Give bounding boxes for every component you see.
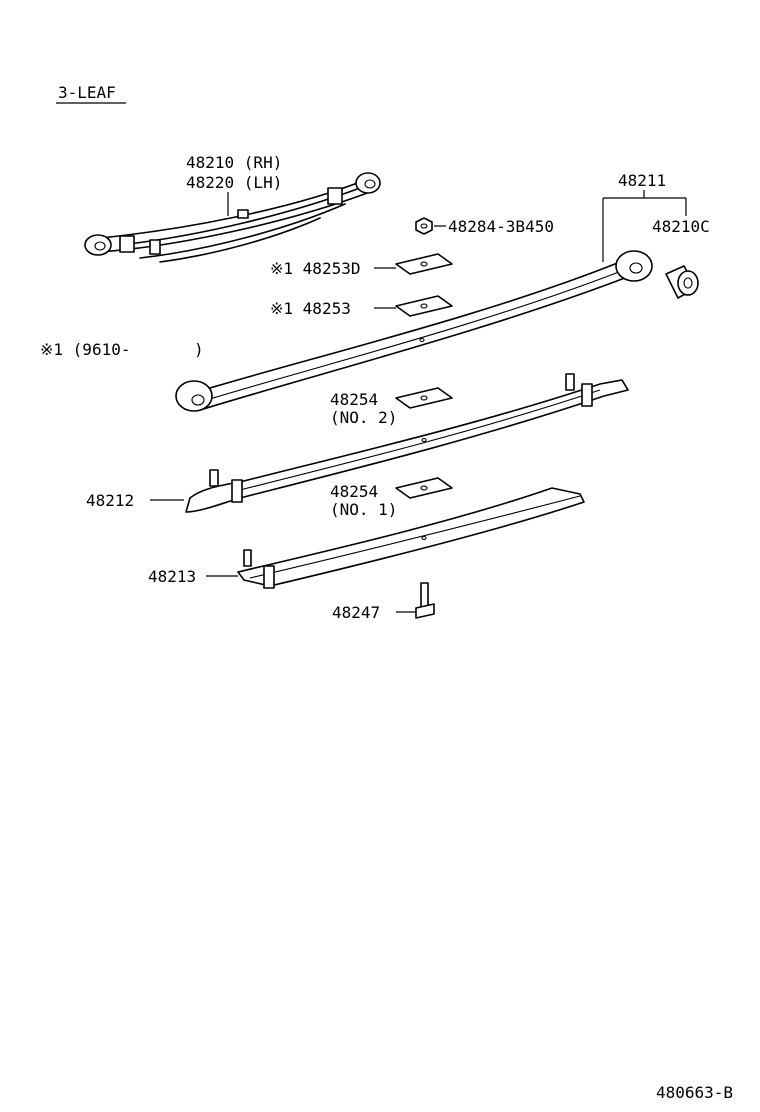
callout-48253: ※1 48253 — [270, 299, 351, 318]
callout-48210-rh: 48210 (RH) — [186, 153, 282, 172]
pad-48253 — [374, 295, 453, 317]
callout-48254-no1-sub: (NO. 1) — [330, 500, 397, 519]
drawing-code: 480663-B — [656, 1083, 733, 1102]
center-bolt-48247 — [396, 582, 435, 619]
date-note: ※1 (9610- — [40, 340, 130, 359]
callout-48212: 48212 — [86, 491, 134, 510]
bushing-part — [665, 265, 699, 299]
title-group: 3-LEAF — [56, 83, 126, 104]
callout-48247: 48247 — [332, 603, 380, 622]
pad-48253d — [374, 253, 453, 275]
callout-48213: 48213 — [148, 567, 196, 586]
callout-48253d: ※1 48253D — [270, 259, 360, 278]
date-note-close: ) — [194, 340, 204, 359]
spacer-48254-no2 — [395, 387, 453, 409]
callout-48211-bracket — [602, 190, 687, 262]
callout-48220-lh: 48220 (LH) — [186, 173, 282, 192]
callout-48284: 48284-3B450 — [448, 217, 554, 236]
nut-part — [415, 217, 446, 235]
diagram-title: 3-LEAF — [58, 83, 116, 102]
callout-48210c: 48210C — [652, 217, 710, 236]
second-leaf-48212 — [150, 373, 629, 513]
spring-assembly — [84, 172, 381, 263]
callout-48254-no2-sub: (NO. 2) — [330, 408, 397, 427]
main-leaf-48211 — [175, 250, 653, 412]
spacer-48254-no1 — [395, 477, 453, 499]
third-leaf-48213 — [206, 487, 585, 589]
callout-48211: 48211 — [618, 171, 666, 190]
callout-48254-no2: 48254 — [330, 390, 378, 409]
callout-48254-no1: 48254 — [330, 482, 378, 501]
